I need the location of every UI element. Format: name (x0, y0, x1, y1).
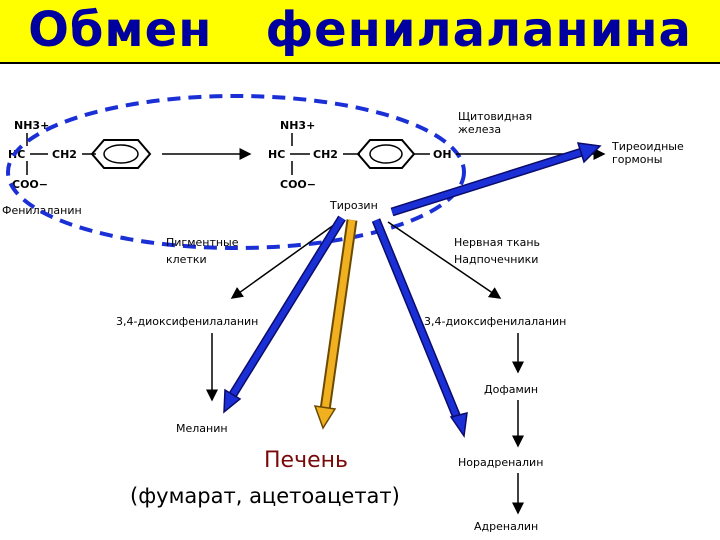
nerve-tissue-line1: Нервная ткань (454, 236, 540, 249)
phe-benzene-ring (90, 139, 152, 169)
thyroid-label-line1: Щитовидная (458, 110, 532, 123)
blue-arrow-to-melanin (223, 215, 346, 414)
thyroid-hormones-line1: Тиреоидные (611, 140, 684, 153)
liver-products-label: (фумарат, ацетоацетат) (130, 484, 400, 508)
tyrosine-label: Тирозин (329, 199, 378, 212)
phe-coo-label: COO− (12, 178, 48, 191)
phe-hc-label: HC (8, 148, 25, 161)
highlight-ellipse (6, 94, 466, 250)
dopa-left-label: 3,4-диоксифенилаланин (116, 315, 258, 328)
dopamine-label: Дофамин (484, 383, 538, 396)
tyr-nh3-label: NH3+ (280, 119, 315, 132)
tyr-coo-label: COO− (280, 178, 316, 191)
tyr-benzene-ring (356, 139, 416, 169)
to-dopa-left-arrow (230, 221, 339, 299)
blue-arrow-to-hormones (390, 142, 602, 217)
blue-arrow-to-noradrenaline (371, 218, 468, 439)
dopa-right-label: 3,4-диоксифенилаланин (424, 315, 566, 328)
tyrosine-structure: NH3+ HC CH2 OH COO− Тирозин (268, 119, 452, 212)
noradrenaline-label: Норадреналин (458, 456, 543, 469)
pigment-cells-line1: Пигментные (166, 236, 239, 249)
thyroid-label-line2: железа (458, 123, 501, 136)
pigment-cells-line2: клетки (166, 253, 207, 266)
liver-label: Печень (264, 448, 348, 473)
tyr-oh-label: OH (433, 148, 452, 161)
tyr-ch2-label: CH2 (313, 148, 338, 161)
phe-nh3-label: NH3+ (14, 119, 49, 132)
melanin-label: Меланин (176, 422, 228, 435)
nerve-tissue-line2: Надпочечники (454, 253, 538, 266)
phenylalanine-structure: NH3+ HC CH2 COO− Фенилаланин (2, 119, 152, 217)
title-bar: Обмен фенилаланина (0, 0, 720, 64)
adrenaline-label: Адреналин (474, 520, 538, 533)
tyr-hc-label: HC (268, 148, 285, 161)
thyroid-hormones-line2: гормоны (612, 153, 662, 166)
phe-ch2-label: CH2 (52, 148, 77, 161)
orange-arrow-to-liver (313, 219, 358, 430)
to-dopa-right-arrow (387, 221, 502, 299)
slide-title: Обмен фенилаланина (28, 2, 692, 58)
